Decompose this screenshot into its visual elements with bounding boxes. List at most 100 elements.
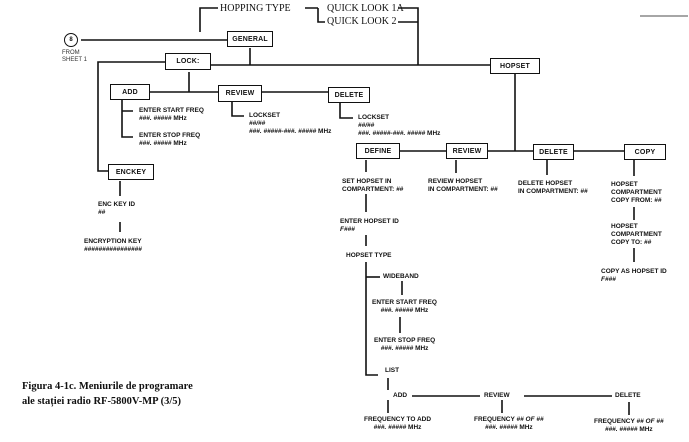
lock-delete-box[interactable]: DELETE [328, 87, 370, 103]
line-review-lockset [231, 100, 244, 117]
frequency-value: ###. ##### [604, 426, 638, 433]
enter-hopset-id-value: F### [340, 226, 355, 233]
hopset-type: HOPSET TYPE [346, 252, 392, 259]
delete-hopset-value: ## [580, 188, 588, 195]
unit: MHz [318, 128, 332, 135]
lockset-title: LOCKSET [249, 112, 281, 119]
list-add: ADD [393, 392, 408, 399]
hopset-delete-box[interactable]: DELETE [533, 144, 574, 160]
frequency-delete: FREQUENCY ## OF ## ###. ##### MHz [594, 418, 664, 434]
enc-key-id-title: ENC KEY ID [98, 201, 136, 208]
frequency-label: FREQUENCY [474, 416, 515, 423]
caption-line1: Figura 4-1c. Meniurile de programare [22, 381, 193, 392]
off-sheet-connector-icon: 8 [64, 33, 78, 47]
lock-review-lockset: LOCKSET ##/## ###. #####-###. ##### MHz [249, 112, 331, 136]
quick-look-1a-label: QUICK LOOK 1A [327, 3, 404, 14]
encryption-key: ENCRYPTION KEY ################ [84, 238, 142, 254]
review-hopset-line2: IN COMPARTMENT: [428, 186, 489, 193]
unit: MHz [173, 140, 187, 147]
enckey-box[interactable]: ENCKEY [108, 164, 154, 180]
unit: MHz [173, 115, 187, 122]
lock-start-freq: ENTER START FREQ ###. ##### MHz [139, 107, 204, 123]
delete-hopset-line1: DELETE HOPSET [518, 180, 573, 187]
copy-from-value: ## [654, 197, 662, 204]
define-start-freq-title: ENTER START FREQ [372, 299, 437, 306]
enc-key-id: ENC KEY ID ## [98, 201, 135, 217]
copy-box[interactable]: COPY [624, 144, 666, 160]
delete-hopset-compartment: DELETE HOPSET IN COMPARTMENT: ## [518, 180, 588, 196]
lock-stop-freq: ENTER STOP FREQ ###. ##### MHz [139, 132, 200, 148]
copy-to-value: ## [644, 239, 652, 246]
define-box[interactable]: DEFINE [356, 143, 400, 159]
lock-start-freq-value: ###. ##### [139, 115, 172, 122]
encryption-key-title: ENCRYPTION KEY [84, 238, 142, 245]
hopping-type-label: HOPPING TYPE [220, 3, 291, 14]
define-stop-freq-title: ENTER STOP FREQ [374, 337, 436, 344]
lock-add-box[interactable]: ADD [110, 84, 150, 100]
frequency-review: FREQUENCY ## OF ## ###. ##### MHz [474, 416, 544, 432]
lock-review-box[interactable]: REVIEW [218, 85, 262, 102]
unit: MHz [519, 424, 533, 431]
define-start-freq-value: ###. ##### [380, 307, 414, 314]
lockset-index: ##/## [358, 122, 375, 129]
lock-start-freq-title: ENTER START FREQ [139, 107, 204, 114]
unit: MHz [415, 345, 429, 352]
review-hopset-compartment: REVIEW HOPSET IN COMPARTMENT: ## [428, 178, 498, 194]
define-stop-freq-value: ###. ##### [380, 345, 414, 352]
list-review: REVIEW [484, 392, 510, 399]
copy-from-line2: COMPARTMENT [611, 189, 662, 196]
frequency-label: FREQUENCY [594, 418, 635, 425]
copy-as-id-value: F### [601, 276, 616, 283]
frequency-value: ###. ##### [373, 424, 407, 431]
lockset-index: ##/## [249, 120, 266, 127]
lock-delete-lockset: LOCKSET ##/## ###. #####-###. ##### MHz [358, 114, 440, 138]
caption-line2: ale stației radio RF-5800V-MP (3/5) [22, 396, 182, 407]
sheet-label: SHEET 1 [62, 57, 87, 63]
hopset-review-box[interactable]: REVIEW [446, 143, 488, 159]
set-hopset-line1: SET HOPSET IN [342, 178, 392, 185]
frequency-value: ###. ##### [484, 424, 518, 431]
general-menu-box[interactable]: GENERAL [227, 31, 273, 47]
lock-menu-box[interactable]: LOCK: [165, 53, 211, 70]
delete-hopset-line2: IN COMPARTMENT: [518, 188, 579, 195]
list: LIST [385, 367, 400, 374]
line-add-items [121, 100, 133, 138]
lockset-title: LOCKSET [358, 114, 390, 121]
lockset-range: ###. #####-###. ##### [249, 128, 317, 135]
unit: MHz [408, 424, 422, 431]
frequency-to-add-title: FREQUENCY TO ADD [364, 416, 432, 423]
wideband: WIDEBAND [383, 273, 419, 280]
lock-stop-freq-title: ENTER STOP FREQ [139, 132, 201, 139]
copy-as-id-title: COPY AS HOPSET ID [601, 268, 667, 275]
line-lock-enckey [97, 61, 165, 172]
from-label: FROM [62, 50, 80, 56]
lockset-range: ###. #####-###. ##### [358, 130, 426, 137]
copy-from-line3: COPY FROM: [611, 197, 653, 204]
line-quicklook1a-down [398, 7, 419, 65]
unit: MHz [639, 426, 653, 433]
quick-look-2-label: QUICK LOOK 2 [327, 16, 397, 27]
copy-from-line1: HOPSET [611, 181, 638, 188]
figure-caption: Figura 4-1c. Meniurile de programare ale… [22, 379, 193, 409]
review-hopset-line1: REVIEW HOPSET [428, 178, 483, 185]
line-delete-lockset [339, 100, 353, 119]
set-hopset-compartment: SET HOPSET IN COMPARTMENT: ## [342, 178, 403, 194]
frequency-to-add: FREQUENCY TO ADD ###. ##### MHz [364, 416, 431, 432]
encryption-key-value: ################ [84, 246, 142, 253]
copy-to-line2: COMPARTMENT [611, 231, 662, 238]
hopset-menu-box[interactable]: HOPSET [490, 58, 540, 74]
set-hopset-line2: COMPARTMENT: [342, 186, 395, 193]
copy-to-line3: COPY TO: [611, 239, 643, 246]
enter-hopset-id-title: ENTER HOPSET ID [340, 218, 399, 225]
unit: MHz [427, 130, 441, 137]
frequency-count: ## OF ## [636, 418, 664, 425]
set-hopset-value: ## [396, 186, 404, 193]
unit: MHz [414, 307, 429, 314]
copy-from: HOPSET COMPARTMENT COPY FROM: ## [611, 181, 662, 205]
review-hopset-value: ## [490, 186, 498, 193]
line-quicklook-branch [305, 7, 325, 23]
copy-to-line1: HOPSET [611, 223, 638, 230]
line-hopping-type [199, 7, 218, 32]
